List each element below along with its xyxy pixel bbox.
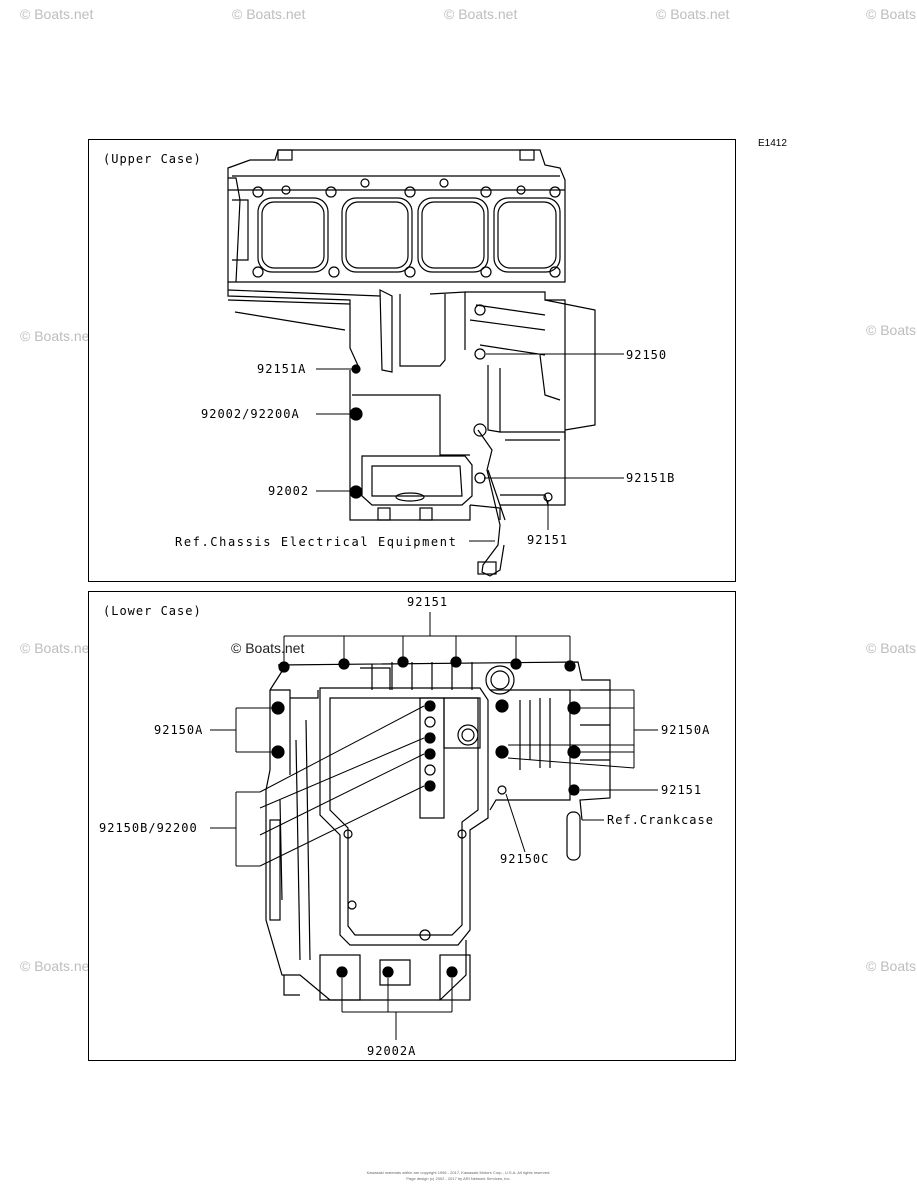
upper-leader-lines xyxy=(316,353,624,542)
part-label-92150A-left[interactable]: 92150A xyxy=(154,723,204,737)
ref-crankcase[interactable]: Ref.Crankcase xyxy=(607,813,714,827)
lower-case-illustration xyxy=(265,656,611,1001)
lower-leader-lines xyxy=(210,612,658,1040)
watermark: © Boats.net xyxy=(656,6,730,22)
watermark: © Boats.net xyxy=(232,6,306,22)
upper-case-illustration xyxy=(227,149,596,577)
part-label-92151A[interactable]: 92151A xyxy=(257,362,307,376)
part-label-92002A[interactable]: 92002A xyxy=(367,1044,417,1058)
watermark: © Boats.net xyxy=(444,6,518,22)
part-label-92151-top[interactable]: 92151 xyxy=(407,595,449,609)
part-label-92002[interactable]: 92002 xyxy=(268,484,310,498)
upper-case-title: (Upper Case) xyxy=(103,152,202,166)
watermark: © Boats.net xyxy=(866,322,917,338)
part-label-92150C[interactable]: 92150C xyxy=(500,852,550,866)
page-design-line: Page design (c) 2002 - 2017 by ARI Netwo… xyxy=(406,1176,511,1181)
watermark: © Boats.net xyxy=(866,958,917,974)
ref-chassis-electrical-equipment[interactable]: Ref.Chassis Electrical Equipment xyxy=(175,535,458,549)
part-label-92151B[interactable]: 92151B xyxy=(626,471,676,485)
part-label-92150[interactable]: 92150 xyxy=(626,348,668,362)
lower-case-title: (Lower Case) xyxy=(103,604,202,618)
watermark: © Boats.net xyxy=(20,328,94,344)
watermark: © Boats.net xyxy=(866,6,917,22)
watermark: © Boats.net xyxy=(20,958,94,974)
part-label-92151-right[interactable]: 92151 xyxy=(661,783,703,797)
watermark: © Boats.net xyxy=(231,640,305,656)
part-label-92150A-right[interactable]: 92150A xyxy=(661,723,711,737)
diagram-code: E1412 xyxy=(758,138,787,149)
watermark: © Boats.net xyxy=(20,6,94,22)
part-label-92002-92200A[interactable]: 92002/92200A xyxy=(201,407,300,421)
part-label-92151[interactable]: 92151 xyxy=(527,533,569,547)
copyright-line: Kawasaki materials within are copyright … xyxy=(366,1170,551,1175)
watermark: © Boats.net xyxy=(866,640,917,656)
part-label-92150B-92200[interactable]: 92150B/92200 xyxy=(99,821,198,835)
watermark: © Boats.net xyxy=(20,640,94,656)
